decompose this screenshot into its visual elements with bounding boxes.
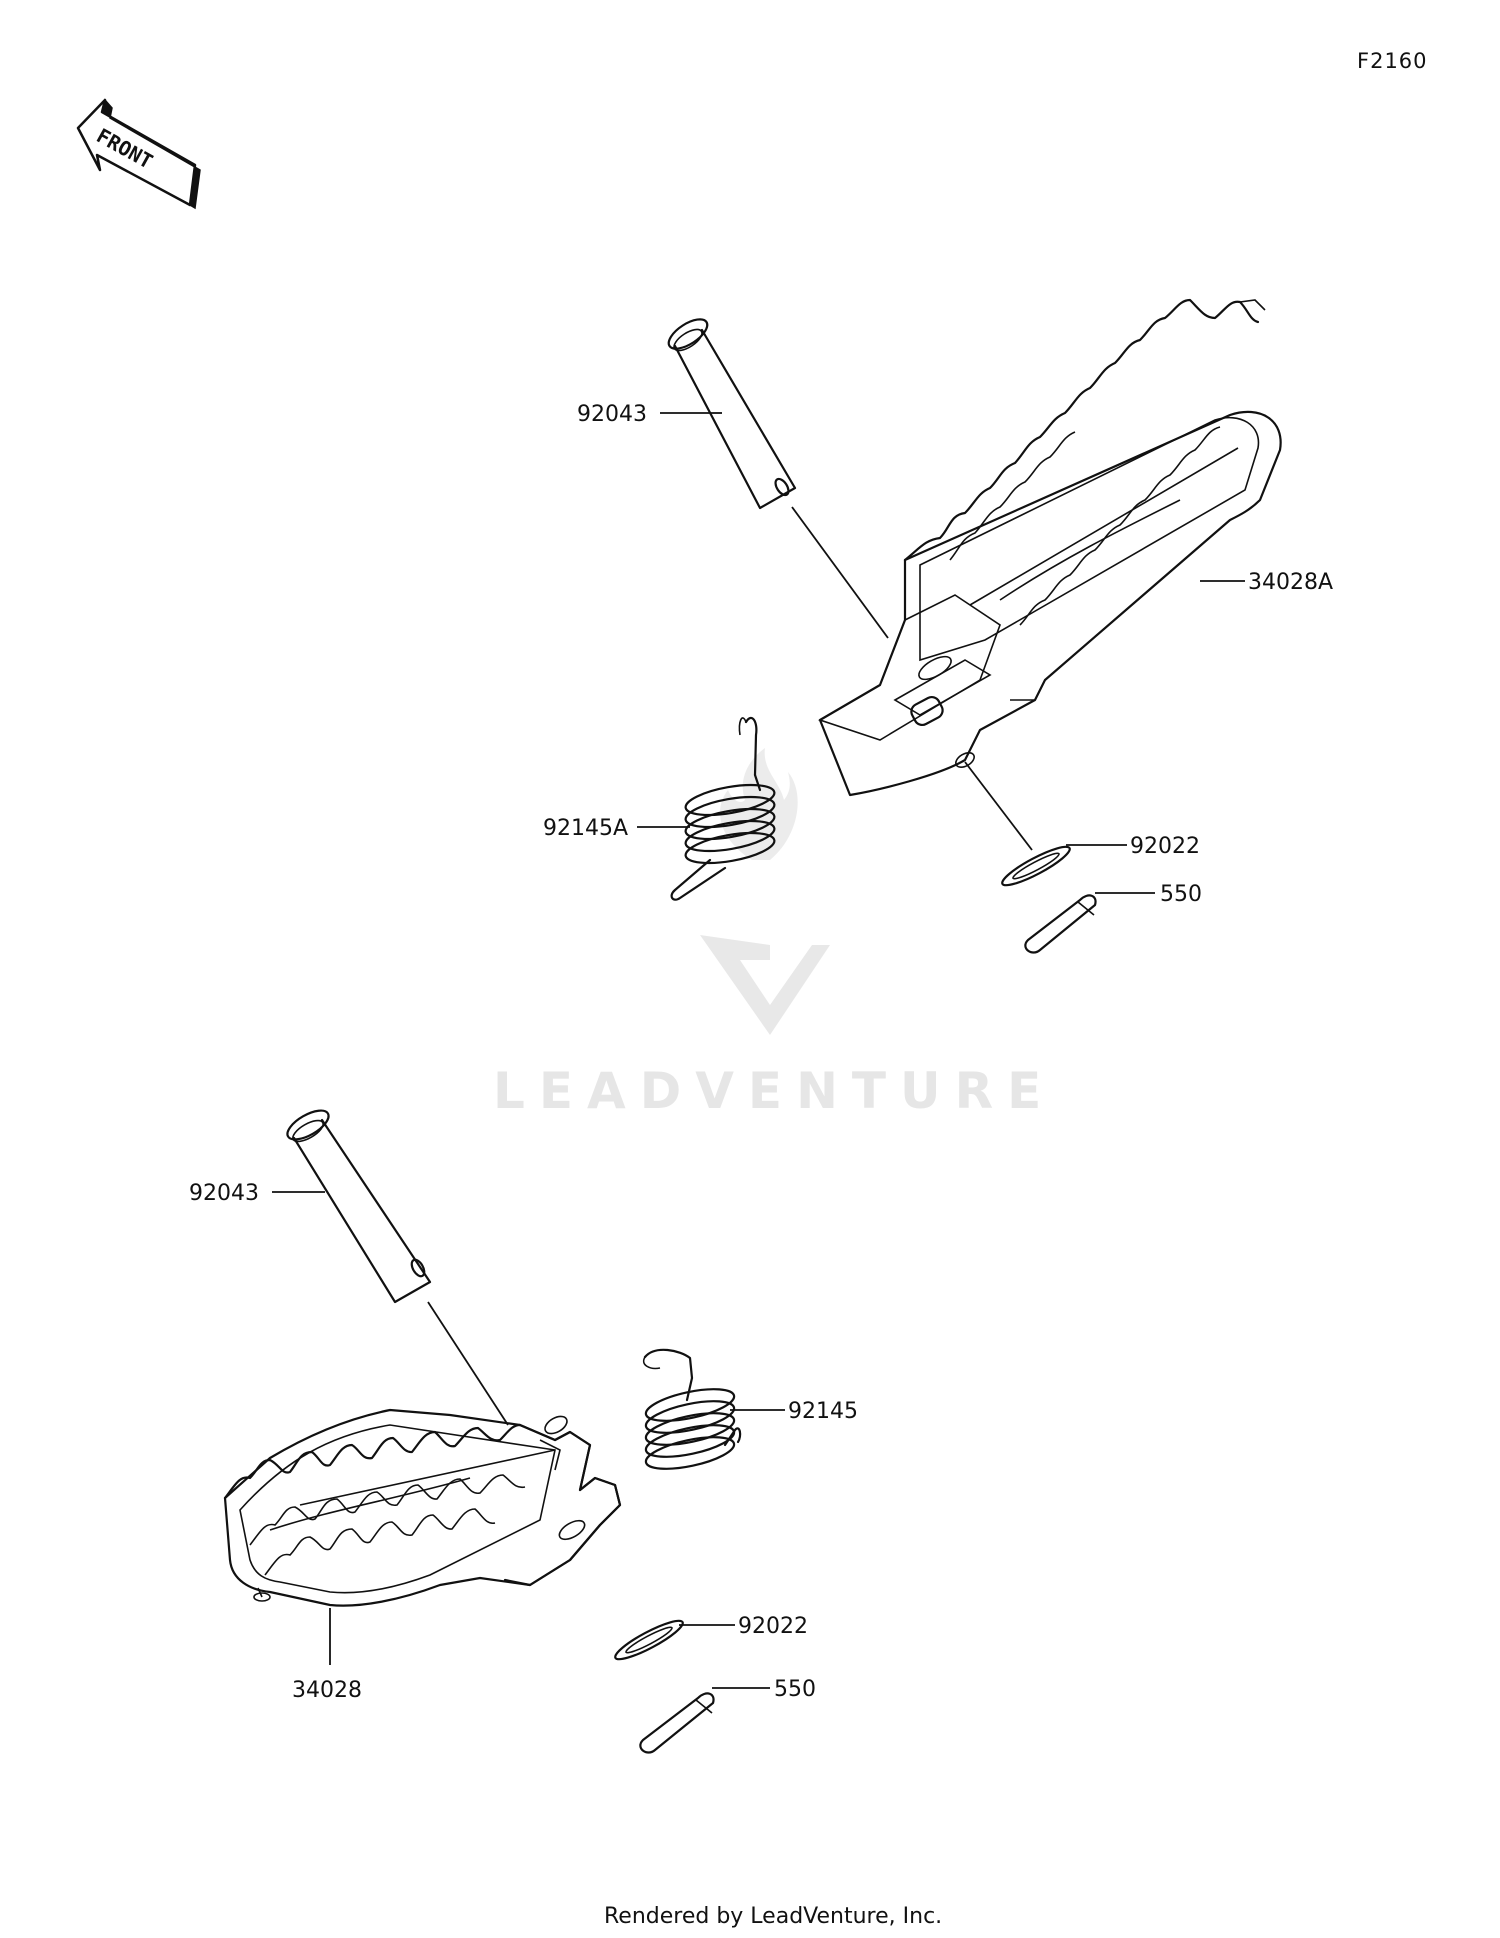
lower-pin-label: 92043	[189, 1181, 259, 1206]
upper-spring-part	[670, 716, 776, 901]
lower-spring-part	[642, 1348, 742, 1470]
upper-pin-axis	[791, 506, 889, 639]
upper-washer-axis	[964, 761, 1033, 851]
lower-footpeg-label: 34028	[292, 1678, 362, 1703]
leadventure-logo-icon	[700, 748, 830, 1035]
upper-spring-label: 92145A	[543, 816, 628, 841]
upper-assembly: 92043 34028A	[543, 298, 1333, 954]
upper-washer-part	[1001, 845, 1071, 887]
lower-washer-label: 92022	[738, 1614, 808, 1639]
lower-washer-part	[614, 1619, 684, 1661]
lower-assembly: 92043 34028	[189, 1109, 858, 1754]
upper-footpeg-part	[818, 298, 1282, 797]
lower-pin-axis	[427, 1301, 509, 1426]
upper-cotter-label: 550	[1160, 882, 1202, 907]
lower-footpeg-part	[223, 1408, 622, 1607]
footer-credit: Rendered by LeadVenture, Inc.	[604, 1904, 942, 1929]
watermark-text: LEADVENTURE	[493, 1062, 1055, 1120]
upper-cotter-part	[1024, 894, 1097, 954]
lower-cotter-part	[639, 1692, 715, 1754]
upper-footpeg-label: 34028A	[1248, 570, 1333, 595]
lower-spring-label: 92145	[788, 1399, 858, 1424]
upper-washer-label: 92022	[1130, 834, 1200, 859]
lower-pin-part	[286, 1109, 432, 1304]
front-arrow-icon: FRONT	[76, 98, 201, 210]
diagram-code: F2160	[1357, 49, 1428, 73]
lower-cotter-label: 550	[774, 1677, 816, 1702]
upper-pin-label: 92043	[577, 402, 647, 427]
upper-pin-part	[667, 318, 797, 510]
